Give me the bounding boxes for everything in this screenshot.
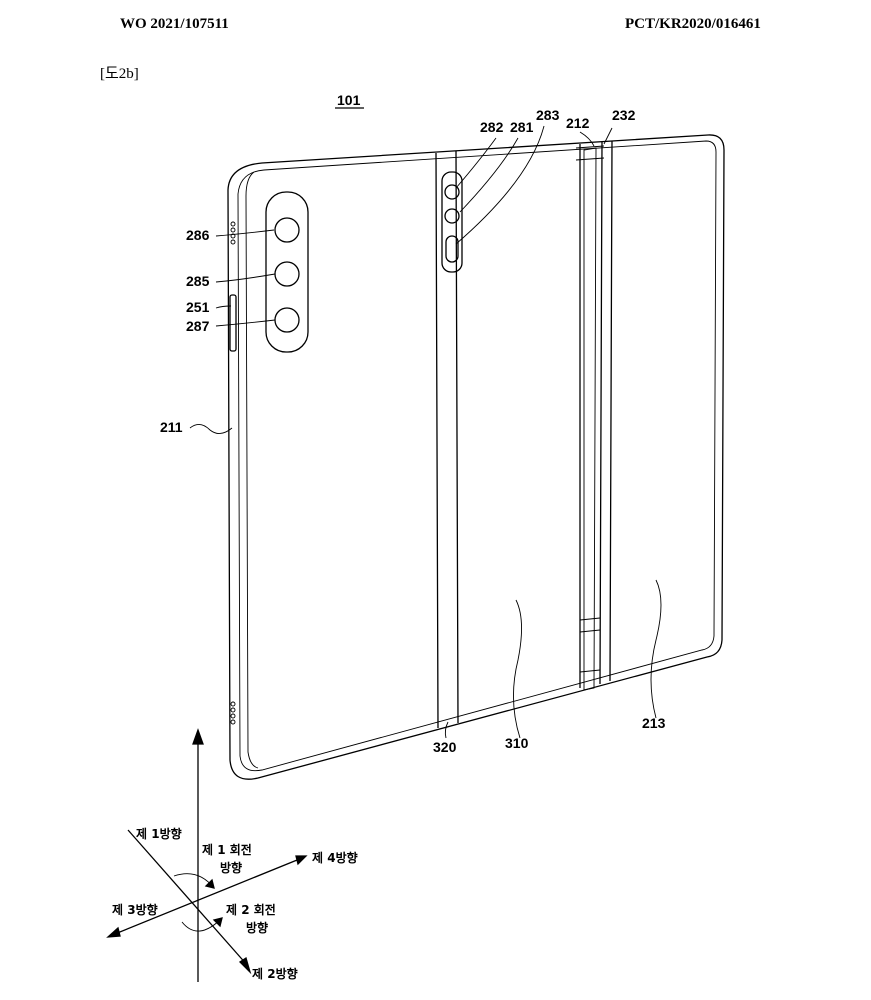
ref-286: 286 bbox=[186, 227, 210, 243]
ref-282: 282 bbox=[480, 119, 504, 135]
camera-lens-286 bbox=[274, 217, 300, 243]
publication-number: WO 2021/107511 bbox=[120, 16, 229, 32]
device-outline bbox=[227, 134, 725, 780]
direction-4-label: 제 4방향 bbox=[312, 850, 358, 865]
direction-3-label: 제 3방향 bbox=[112, 902, 158, 917]
ref-310: 310 bbox=[505, 735, 529, 751]
flash-283 bbox=[445, 235, 459, 263]
rotation-1-label-line2: 방향 bbox=[220, 860, 242, 875]
direction-axes bbox=[106, 728, 308, 982]
hinge-knuckles bbox=[575, 145, 605, 673]
speaker-holes-top bbox=[230, 221, 236, 245]
secondary-camera-module bbox=[441, 171, 463, 273]
ref-287: 287 bbox=[186, 318, 210, 334]
camera-lens-287 bbox=[274, 307, 300, 333]
direction-1-label: 제 1방향 bbox=[136, 826, 182, 841]
secondary-lens-281 bbox=[444, 208, 460, 224]
hinge-outer bbox=[579, 140, 613, 688]
speaker-holes-bottom bbox=[230, 701, 236, 725]
device-inner-outline bbox=[237, 140, 717, 772]
ref-232: 232 bbox=[612, 107, 636, 123]
ref-211: 211 bbox=[160, 419, 183, 435]
direction-2-label: 제 2방향 bbox=[252, 966, 298, 981]
ref-212: 212 bbox=[566, 115, 590, 131]
ref-281: 281 bbox=[510, 119, 534, 135]
ref-285: 285 bbox=[186, 273, 210, 289]
triple-camera-module bbox=[265, 191, 309, 353]
divider-strip-320 bbox=[435, 150, 459, 729]
camera-lens-285 bbox=[274, 261, 300, 287]
figure-label: [도2b] bbox=[100, 66, 139, 82]
ref-283: 283 bbox=[536, 107, 560, 123]
application-number: PCT/KR2020/016461 bbox=[625, 16, 761, 32]
ref-320: 320 bbox=[433, 739, 457, 755]
secondary-lens-282 bbox=[444, 184, 460, 200]
ref-213: 213 bbox=[642, 715, 666, 731]
rotation-2-label-line1: 제 2 회전 bbox=[226, 902, 276, 917]
rotation-1-label-line1: 제 1 회전 bbox=[202, 842, 252, 857]
device-ref: 101 bbox=[337, 92, 361, 108]
ref-251: 251 bbox=[186, 299, 210, 315]
side-button-251 bbox=[229, 294, 237, 352]
hinge-inner bbox=[583, 147, 597, 691]
device-left-edge bbox=[245, 171, 259, 769]
rotation-2-label-line2: 방향 bbox=[246, 920, 268, 935]
leader-lines bbox=[189, 125, 662, 739]
